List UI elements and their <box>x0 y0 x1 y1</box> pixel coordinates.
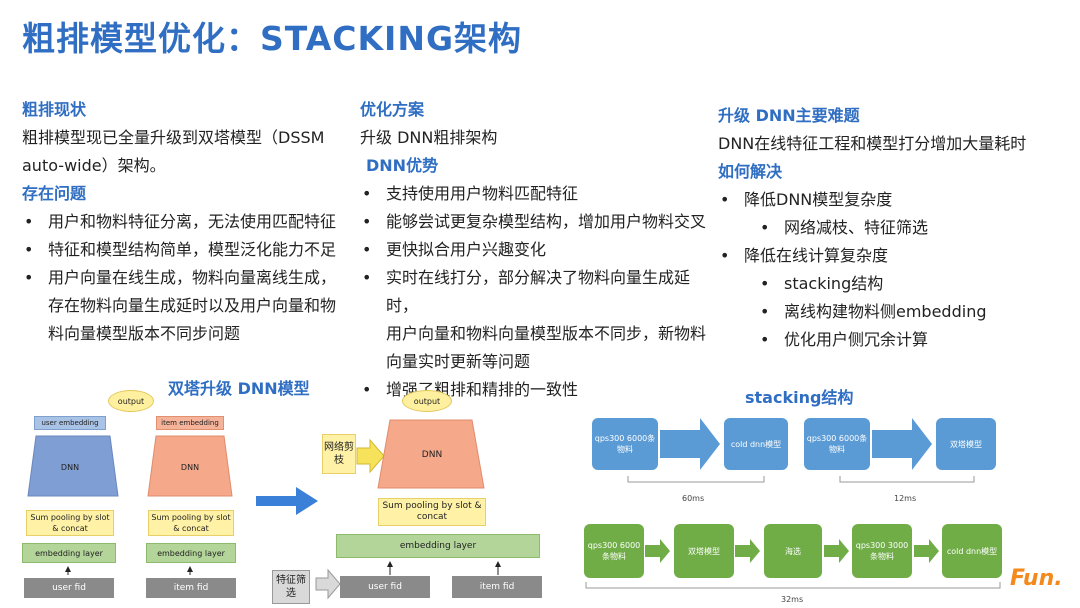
bracket <box>627 476 765 483</box>
flow-arrow <box>872 418 932 470</box>
solution-list: 降低DNN模型复杂度 网络减枝、特征筛选 降低在线计算复杂度 stacking结… <box>718 186 1073 354</box>
heading-current-status: 粗排现状 <box>22 100 87 119</box>
select-arrow <box>315 568 341 600</box>
sub-list-item: stacking结构 <box>718 270 1073 298</box>
status-text-1: 粗排模型现已全量升级到双塔模型（DSSM <box>22 128 325 147</box>
difficulty-text: DNN在线特征工程和模型打分增加大量耗时 <box>718 134 1027 153</box>
flow-arrow <box>645 539 670 563</box>
latency-label: 12ms <box>894 494 917 503</box>
embedding-layer-user: embedding layer <box>22 543 116 563</box>
list-item: 能够尝试更复杂模型结构，增加用户物料交叉 <box>360 208 715 236</box>
item-embedding-node: item embedding <box>156 416 224 430</box>
list-item: 用户和物料特征分离，无法使用匹配特征 <box>22 208 342 236</box>
status-text-2: auto-wide）架构。 <box>22 156 166 175</box>
two-tower-node: 双塔模型 <box>936 418 996 470</box>
cold-dnn-node: cold dnn模型 <box>942 524 1002 578</box>
difficulty-column: 升级 DNN主要难题 DNN在线特征工程和模型打分增加大量耗时 如何解决 降低D… <box>718 102 1073 354</box>
latency-label: 60ms <box>682 494 705 503</box>
qps-node: qps300 6000条物料 <box>592 418 658 470</box>
item-fid-node: item fid <box>146 578 236 598</box>
dnn-trapezoid-item <box>147 435 233 497</box>
dnn-label-user: DNN <box>60 462 80 472</box>
item-fid-node: item fid <box>452 576 542 598</box>
dnn-trapezoid <box>377 419 485 489</box>
output-node: output <box>402 390 452 412</box>
heading-dnn-advantages: DNN优势 <box>366 156 439 175</box>
heading-difficulty: 升级 DNN主要难题 <box>718 106 860 125</box>
feature-select-node: 特征筛选 <box>272 570 310 604</box>
list-item: 降低DNN模型复杂度 <box>718 186 1073 214</box>
latency-label: 32ms <box>781 595 804 604</box>
list-item-line: 料向量模型版本不同步问题 <box>48 324 241 343</box>
big-right-arrow <box>256 487 318 515</box>
output-node: output <box>108 390 154 412</box>
list-item-line: 用户向量和物料向量模型版本不同步，新物料 <box>386 324 707 343</box>
embedding-layer: embedding layer <box>336 534 540 558</box>
bracket <box>839 476 975 483</box>
flow-arrow <box>660 418 720 470</box>
list-item: 更快拟合用户兴趣变化 <box>360 236 715 264</box>
sea-select-node: 海选 <box>764 524 822 578</box>
diagram3-caption: stacking结构 <box>745 388 854 407</box>
brand-logo: Fun. <box>1010 566 1063 591</box>
dnn-trapezoid-user <box>27 435 119 497</box>
list-item-line: 用户向量在线生成，物料向量离线生成， <box>48 268 337 287</box>
list-item-line: 存在物料向量生成延时以及用户向量和物 <box>48 296 337 315</box>
list-item: 降低在线计算复杂度 <box>718 242 1073 270</box>
bracket <box>585 582 1001 589</box>
list-item: 特征和模型结构简单，模型泛化能力不足 <box>22 236 342 264</box>
advantage-list: 支持使用用户物料匹配特征 能够尝试更复杂模型结构，增加用户物料交叉 更快拟合用户… <box>360 180 715 404</box>
dnn-label: DNN <box>421 449 443 460</box>
flow-arrow <box>824 539 849 563</box>
qps-node: qps300 6000条物料 <box>584 524 644 578</box>
sub-list-item: 网络减枝、特征筛选 <box>718 214 1073 242</box>
user-fid-node: user fid <box>340 576 430 598</box>
heading-solution: 优化方案 <box>360 100 425 119</box>
flow-arrow <box>914 539 939 563</box>
heading-how-to-solve: 如何解决 <box>718 162 783 181</box>
qps-node: qps300 3000条物料 <box>852 524 912 578</box>
sub-list-item: 离线构建物料侧embedding <box>718 298 1073 326</box>
two-tower-node: 双塔模型 <box>674 524 734 578</box>
solution-text: 升级 DNN粗排架构 <box>360 128 498 147</box>
dnn-label-item: DNN <box>180 462 200 472</box>
user-embedding-node: user embedding <box>34 416 106 430</box>
list-item-line: 向量实时更新等问题 <box>386 352 531 371</box>
user-fid-node: user fid <box>24 578 114 598</box>
problem-list: 用户和物料特征分离，无法使用匹配特征 特征和模型结构简单，模型泛化能力不足 用户… <box>22 208 342 348</box>
flow-arrow <box>735 539 760 563</box>
sum-pooling-node-item: Sum pooling by slot & concat <box>148 510 234 536</box>
list-item: 用户向量在线生成，物料向量离线生成， 存在物料向量生成延时以及用户向量和物 料向… <box>22 264 342 348</box>
diagram1-caption: 双塔升级 DNN模型 <box>168 379 310 398</box>
current-status-column: 粗排现状 粗排模型现已全量升级到双塔模型（DSSM auto-wide）架构。 … <box>22 96 342 348</box>
prune-arrow <box>356 438 385 474</box>
sum-pooling-node-user: Sum pooling by slot & concat <box>26 510 114 536</box>
list-item-line: 实时在线打分，部分解决了物料向量生成延时， <box>386 268 691 315</box>
solution-column: 优化方案 升级 DNN粗排架构 DNN优势 支持使用用户物料匹配特征 能够尝试更… <box>360 96 715 404</box>
sum-pooling-node: Sum pooling by slot & concat <box>378 498 486 526</box>
list-item: 支持使用用户物料匹配特征 <box>360 180 715 208</box>
sub-list-item: 优化用户侧冗余计算 <box>718 326 1073 354</box>
prune-node: 网络剪枝 <box>322 434 356 474</box>
qps-node: qps300 6000条物料 <box>804 418 870 470</box>
embedding-layer-item: embedding layer <box>146 543 236 563</box>
page-title: 粗排模型优化：STACKING架构 <box>22 19 523 58</box>
cold-dnn-node: cold dnn模型 <box>724 418 788 470</box>
heading-problems: 存在问题 <box>22 184 87 203</box>
list-item: 实时在线打分，部分解决了物料向量生成延时， 用户向量和物料向量模型版本不同步，新… <box>360 264 715 376</box>
